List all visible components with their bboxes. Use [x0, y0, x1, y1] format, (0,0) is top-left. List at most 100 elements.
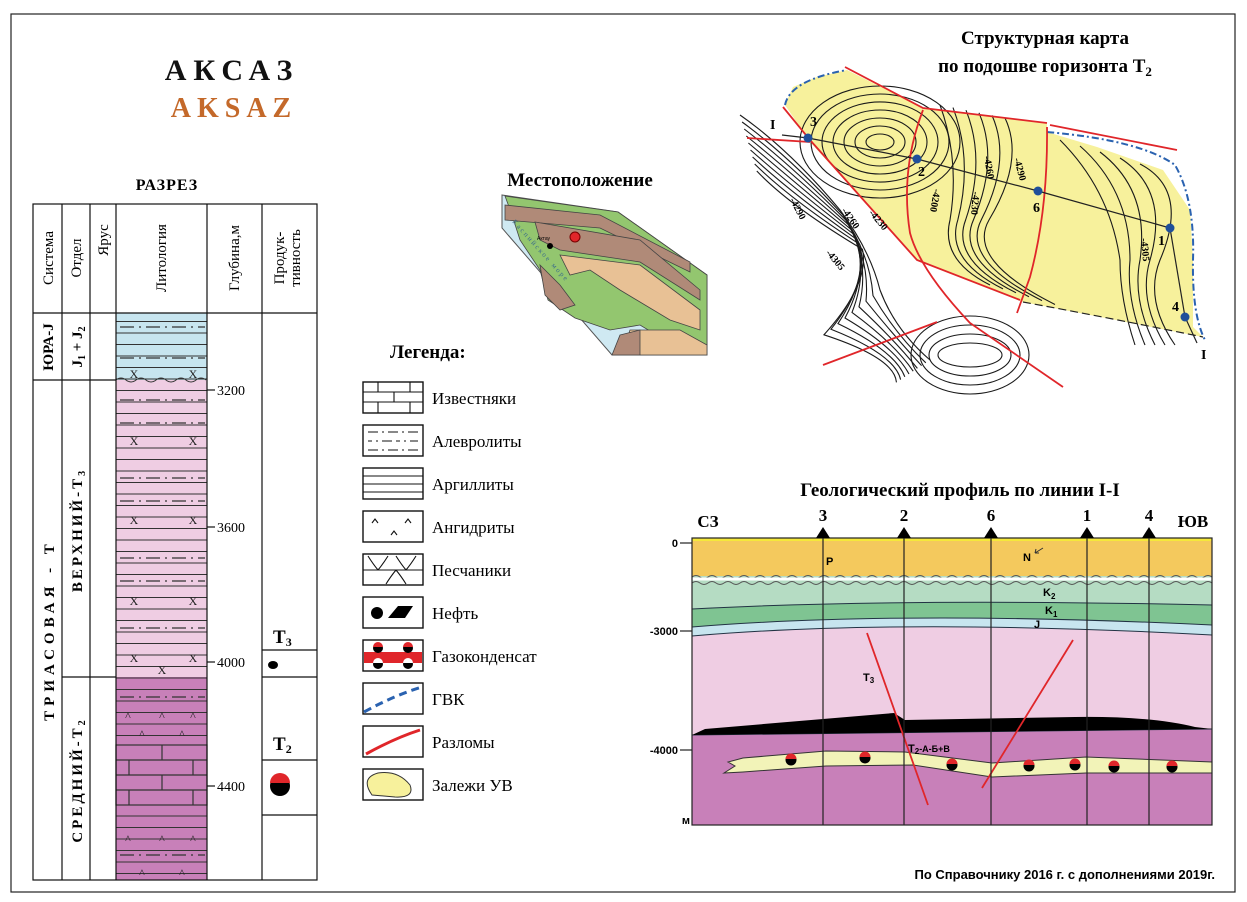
- hydrocarbon-deposit-area: [785, 70, 1203, 337]
- system-triassic: ТРИАСОВАЯ - Т: [42, 539, 58, 721]
- gas-cap-marker: [859, 751, 871, 757]
- contour-line: [752, 156, 906, 377]
- profile-end-label: I: [770, 118, 775, 133]
- series-upper-triassic: ВЕРХНИЙ-Т3: [69, 468, 88, 592]
- structural-map-title-2: по подошве горизонта Т2: [938, 56, 1152, 79]
- svg-text:X: X: [158, 663, 167, 677]
- oil-layer: [692, 713, 1212, 735]
- depth-tick-label: 3200: [217, 384, 245, 399]
- contour-line: [962, 109, 1017, 294]
- legend-siltstone: Алевролиты: [432, 432, 522, 451]
- city-marker: [547, 243, 553, 249]
- legend-gwc: ГВК: [432, 690, 465, 709]
- series-j1-j2: J1 + J2: [70, 326, 88, 367]
- gas-cap-marker: [785, 753, 797, 759]
- contour-line: [937, 342, 1003, 368]
- svg-text:^: ^: [179, 727, 185, 741]
- fault-lines: [746, 66, 1178, 388]
- series-middle-triassic: СРЕДНИЙ-Т2: [69, 717, 88, 842]
- depth-tick-label: 4400: [217, 780, 245, 795]
- svg-text:X: X: [189, 651, 198, 665]
- profile-depth-label: -4000: [650, 745, 678, 757]
- legend-hydrocarbon-deposits: Залежи УВ: [432, 776, 513, 795]
- layer-label-t2: T2-А-Б+В: [908, 743, 950, 756]
- contour-line: [843, 117, 917, 167]
- layer-label-n: N: [1023, 552, 1031, 564]
- field-title-ru: АКСАЗ: [165, 54, 300, 87]
- svg-text:X: X: [189, 434, 198, 448]
- structural-map-title-1: Структурная карта: [961, 28, 1129, 49]
- well-label: 3: [810, 115, 817, 130]
- contour-line: [832, 109, 928, 175]
- profile-title: Геологический профиль по линии I-I: [800, 480, 1120, 501]
- contour-line: [756, 170, 897, 383]
- contour-line: [821, 101, 939, 183]
- gas-cap-marker: [1108, 760, 1120, 766]
- gas-cap-marker: [1069, 758, 1081, 764]
- field-title-en: AKSAZ: [171, 93, 297, 124]
- gas-cap-marker: [946, 758, 958, 764]
- system-jura: ЮРА-J: [41, 323, 57, 371]
- contour-line: [1059, 139, 1136, 346]
- contour-line: [983, 117, 1056, 305]
- contour-line: [976, 115, 1043, 302]
- section-title: РАЗРЕЗ: [136, 177, 198, 194]
- svg-text:^: ^: [190, 709, 196, 723]
- svg-text:^: ^: [139, 866, 145, 880]
- location-title: Местоположение: [507, 170, 653, 191]
- structural-map: Структурная карта по подошве горизонта Т…: [739, 28, 1206, 395]
- svg-text:^: ^: [179, 866, 185, 880]
- svg-text:X: X: [130, 594, 139, 608]
- profile-well-label: 6: [987, 506, 996, 525]
- profile-depth-label: 0: [672, 538, 678, 550]
- legend-faults: Разломы: [432, 733, 495, 752]
- legend-gas-condensate: Газоконденсат: [432, 647, 537, 666]
- contour-line: [952, 107, 1004, 290]
- svg-text:X: X: [130, 367, 139, 381]
- svg-text:^: ^: [190, 832, 196, 846]
- oil-icon: [268, 661, 278, 669]
- contour-line: [1139, 163, 1176, 346]
- svg-text:X: X: [189, 513, 198, 527]
- profile-depth-unit: м: [682, 815, 690, 827]
- svg-text:X: X: [189, 594, 198, 608]
- legend-sandstone: Песчаники: [432, 561, 511, 580]
- fault-line: [981, 639, 1074, 789]
- col-header-lithology: Литология: [154, 224, 170, 292]
- col-header-productivity-2: тивность: [288, 229, 304, 287]
- svg-text:X: X: [130, 434, 139, 448]
- svg-text:^: ^: [125, 709, 131, 723]
- layer-label-t3: T3: [863, 672, 875, 685]
- geological-profile: Геологический профиль по линии I-I: [650, 480, 1213, 827]
- well-label: 2: [918, 165, 925, 180]
- profile-depth-label: -3000: [650, 626, 678, 638]
- contour-line: [928, 333, 1012, 377]
- legend-anhydrite: Ангидриты: [432, 518, 515, 537]
- well-marker: [1165, 223, 1175, 233]
- profile-well-label: 4: [1145, 506, 1154, 525]
- depth-tick-label: 4000: [217, 656, 245, 671]
- well-label: 1: [1158, 234, 1165, 249]
- layer-label-p: P: [826, 556, 833, 568]
- col-header-system: Система: [41, 231, 57, 285]
- legend-argillite: Аргиллиты: [432, 475, 514, 494]
- source-note: По Справочнику 2016 г. с дополнениями 20…: [915, 867, 1216, 882]
- contour-label: -4260: [981, 155, 996, 180]
- legend-limestone: Известняки: [432, 389, 516, 408]
- contour-line: [799, 85, 961, 199]
- gas-cap-marker: [1023, 759, 1035, 765]
- svg-text:X: X: [130, 651, 139, 665]
- field-location-marker: [569, 231, 581, 243]
- well-label: 6: [1033, 201, 1040, 216]
- svg-text:^: ^: [159, 832, 165, 846]
- depth-tick-label: 3600: [217, 521, 245, 536]
- gwc-line: [784, 69, 848, 106]
- well-marker: [1033, 186, 1043, 196]
- gwc-line: [1046, 131, 1206, 341]
- city-label: Актау: [537, 236, 551, 242]
- layer-label-k2: K2: [1043, 587, 1056, 601]
- contour-line: [739, 114, 931, 361]
- well-label: 4: [1172, 300, 1179, 315]
